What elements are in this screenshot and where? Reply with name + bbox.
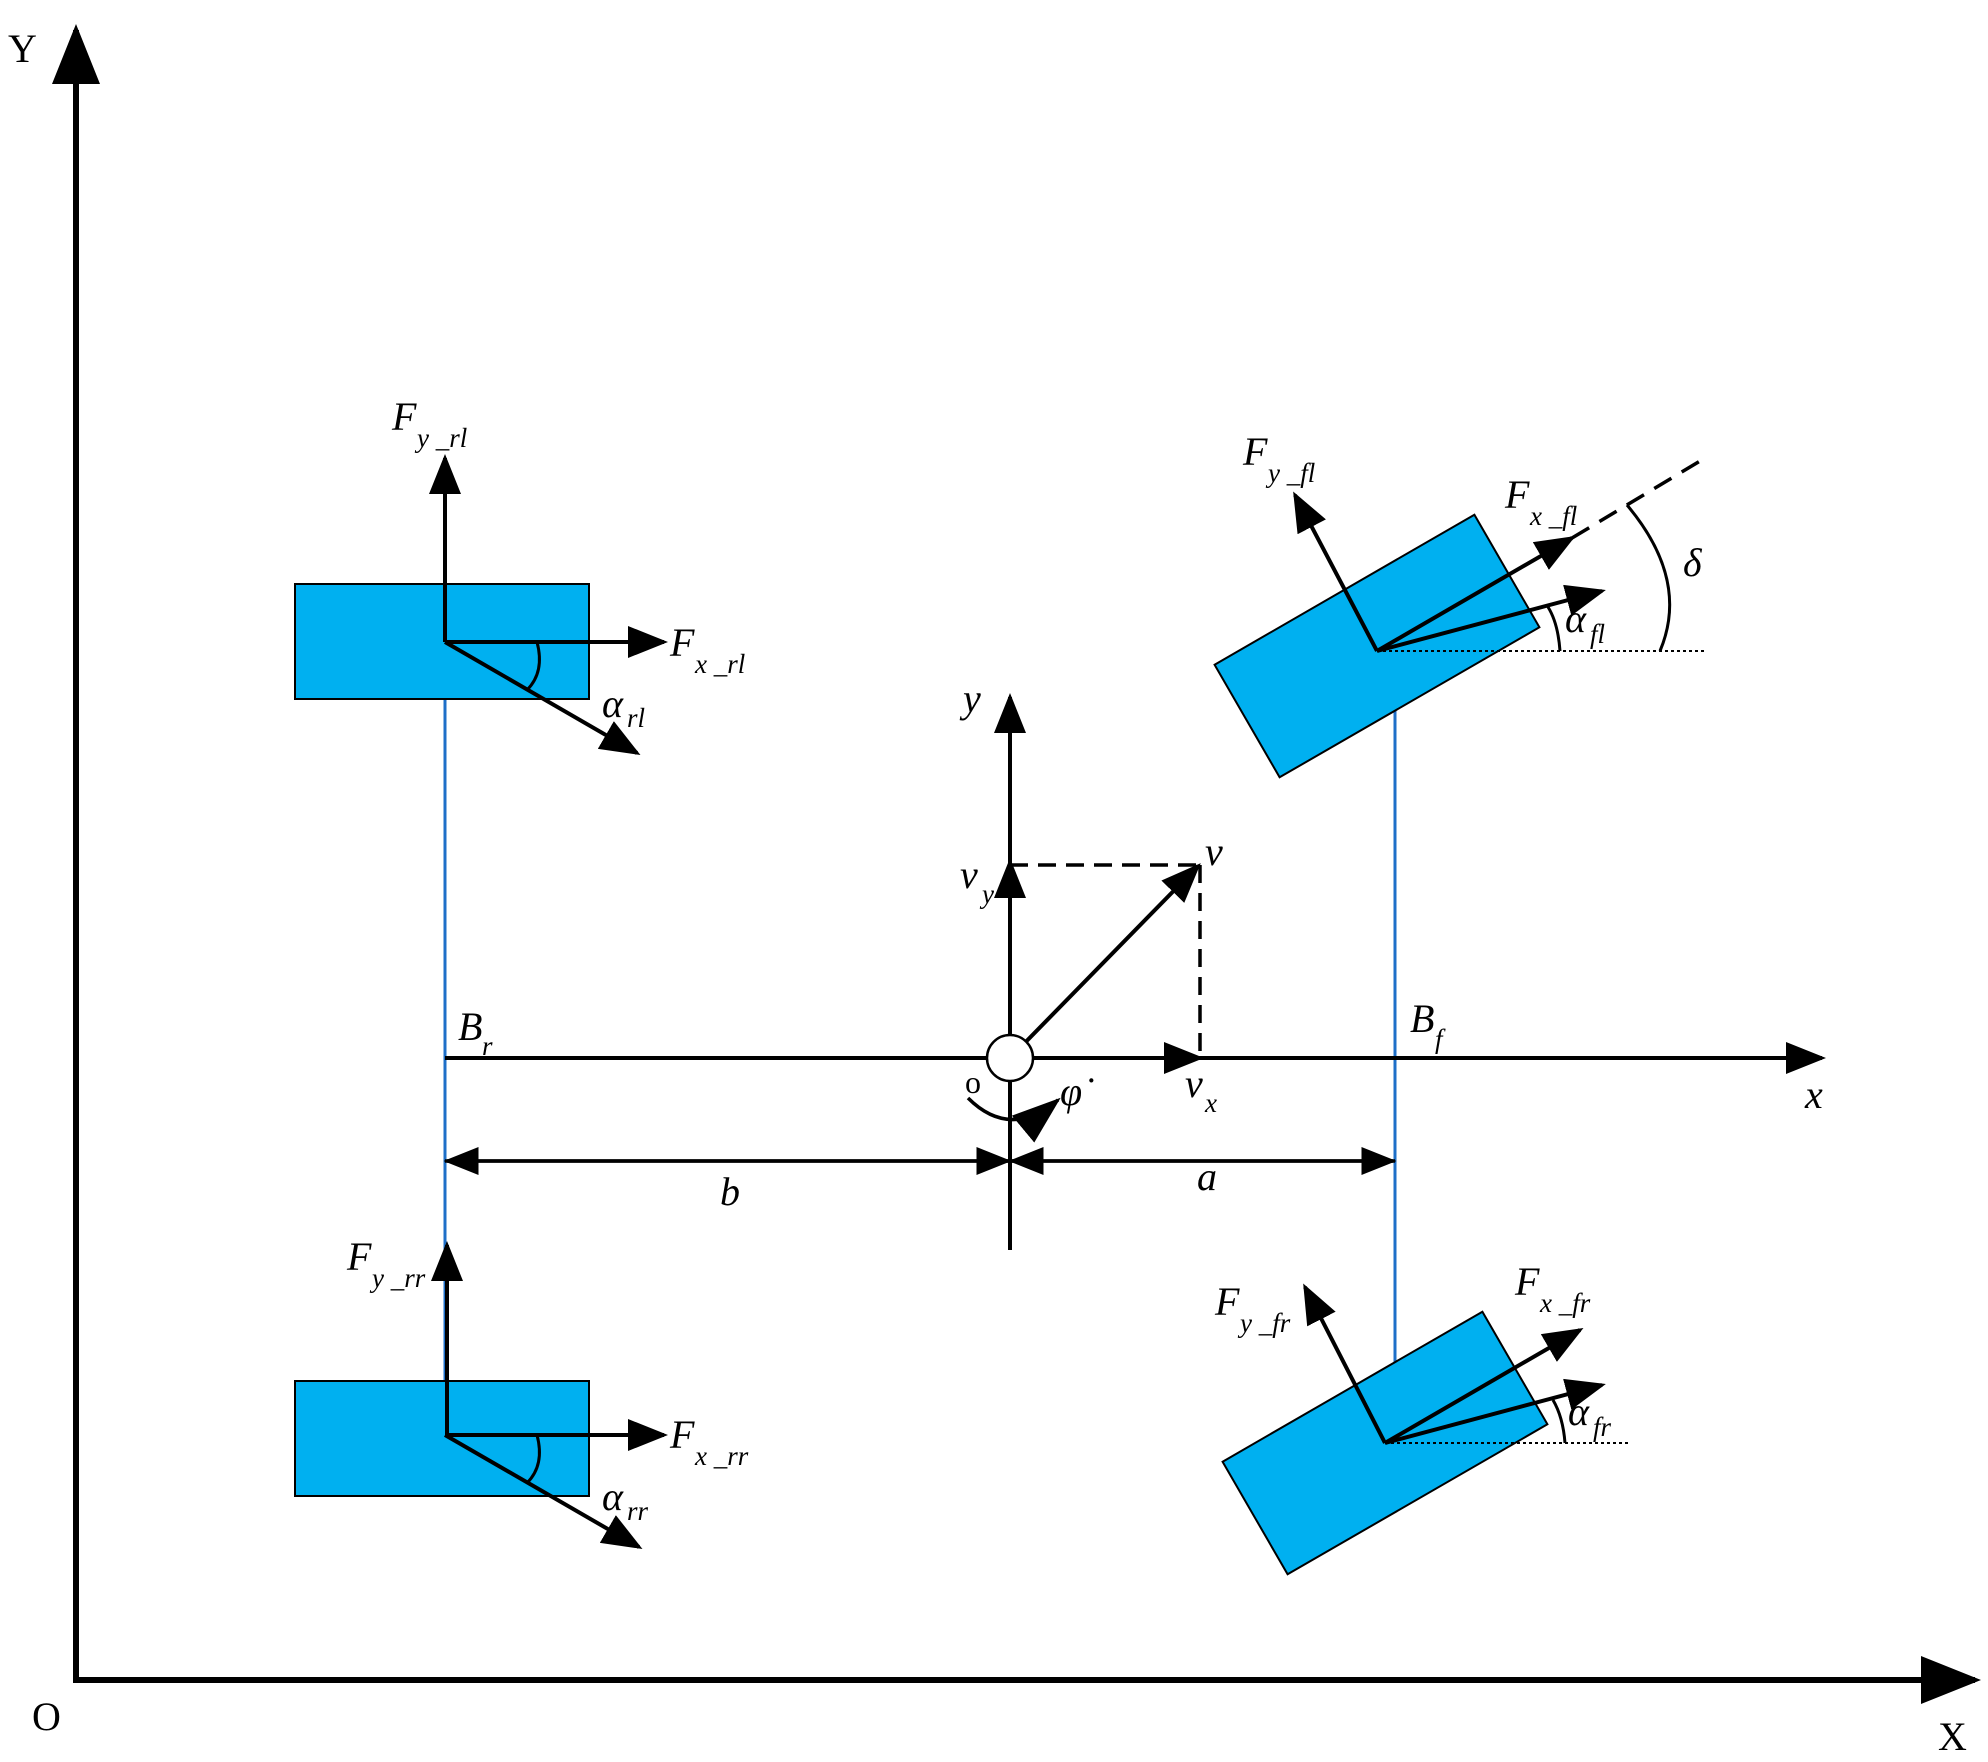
vy-subscript: y [979, 879, 994, 909]
body-y-label: y [959, 676, 981, 721]
yaw-rate-label: φ̇ [1060, 1069, 1094, 1114]
fy-rr-subscript: y _rr [369, 1263, 426, 1293]
rear-track-subscript: r [482, 1031, 493, 1061]
alpha-fl-label: α [1565, 596, 1587, 641]
fx-fl-subscript: x _fl [1529, 501, 1577, 531]
fy-fl-arrow [1293, 491, 1379, 652]
body-x-label: x [1804, 1072, 1823, 1117]
alpha-rr-arrow [444, 1433, 643, 1549]
fy-rl-label: F [391, 394, 417, 439]
alpha-rl-arc [525, 641, 541, 692]
fx-fr-subscript: x _fr [1539, 1288, 1591, 1318]
alpha-fr-label: α [1568, 1389, 1590, 1434]
vx-label: v [1185, 1061, 1203, 1106]
alpha-rr-subscript: rr [627, 1496, 649, 1526]
fx-rl-subscript: x _rl [694, 649, 745, 679]
dim-a-label: a [1197, 1154, 1217, 1199]
alpha-fl-arc [1546, 606, 1562, 652]
tire-front-left [1213, 513, 1541, 779]
fx-fl-arrow [1375, 535, 1576, 653]
front-track-subscript: f [1435, 1024, 1446, 1054]
alpha-fr-subscript: fr [1593, 1412, 1612, 1442]
global-origin-label: O [32, 1694, 61, 1739]
track-lines [443, 697, 1397, 1383]
fx-rr-subscript: x _rr [694, 1441, 749, 1471]
forces-front-right [1303, 1283, 1630, 1445]
alpha-rl-label: α [602, 681, 624, 726]
fx-fr-arrow [1383, 1327, 1584, 1445]
fy-fl-subscript: y _fl [1265, 458, 1315, 488]
global-y-label: Y [8, 26, 37, 71]
alpha-rl-subscript: rl [627, 703, 645, 733]
steer-direction-dash [1571, 456, 1706, 540]
fy-fr-arrow [1303, 1283, 1387, 1444]
forces-rear-left [429, 454, 668, 756]
fy-rr-label: F [346, 1234, 372, 1279]
rear-track-label: B [458, 1004, 482, 1049]
fy-fr-subscript: y _fr [1237, 1308, 1291, 1338]
front-track-label: B [1410, 996, 1434, 1041]
alpha-fl-subscript: fl [1590, 619, 1605, 649]
fy-fl-label: F [1242, 429, 1268, 474]
fx-rr-label: F [669, 1412, 695, 1457]
vx-subscript: x [1204, 1088, 1217, 1118]
forces-rear-right [431, 1241, 668, 1549]
alpha-fr-arc [1551, 1399, 1567, 1444]
alpha-rr-label: α [602, 1474, 624, 1519]
tire-rear-right [294, 1380, 590, 1497]
fx-fr-label: F [1514, 1259, 1540, 1304]
v-label: v [1205, 829, 1223, 874]
fx-rl-label: F [669, 620, 695, 665]
cg-label: o [965, 1064, 981, 1100]
alpha-fl-arrow [1376, 584, 1606, 653]
velocity-vectors [994, 858, 1204, 1074]
fx-fl-label: F [1504, 472, 1530, 517]
yaw-rate-arc [966, 1096, 1061, 1143]
forces-front-left [1293, 456, 1706, 653]
global-x-label: X [1938, 1714, 1967, 1757]
fy-rl-subscript: y _rl [414, 423, 467, 453]
alpha-fr-arrow [1384, 1378, 1606, 1445]
steer-angle-label: δ [1683, 540, 1703, 585]
global-axes: Y O X [8, 24, 1981, 1759]
vy-label: v [960, 852, 978, 897]
steer-angle-arc [1625, 504, 1672, 652]
center-of-gravity [985, 1033, 1035, 1083]
v-arrow [1008, 863, 1201, 1060]
fy-fr-label: F [1214, 1279, 1240, 1324]
alpha-rr-arc [525, 1434, 541, 1485]
alpha-rl-arrow [443, 640, 641, 756]
dim-b-label: b [720, 1169, 740, 1214]
